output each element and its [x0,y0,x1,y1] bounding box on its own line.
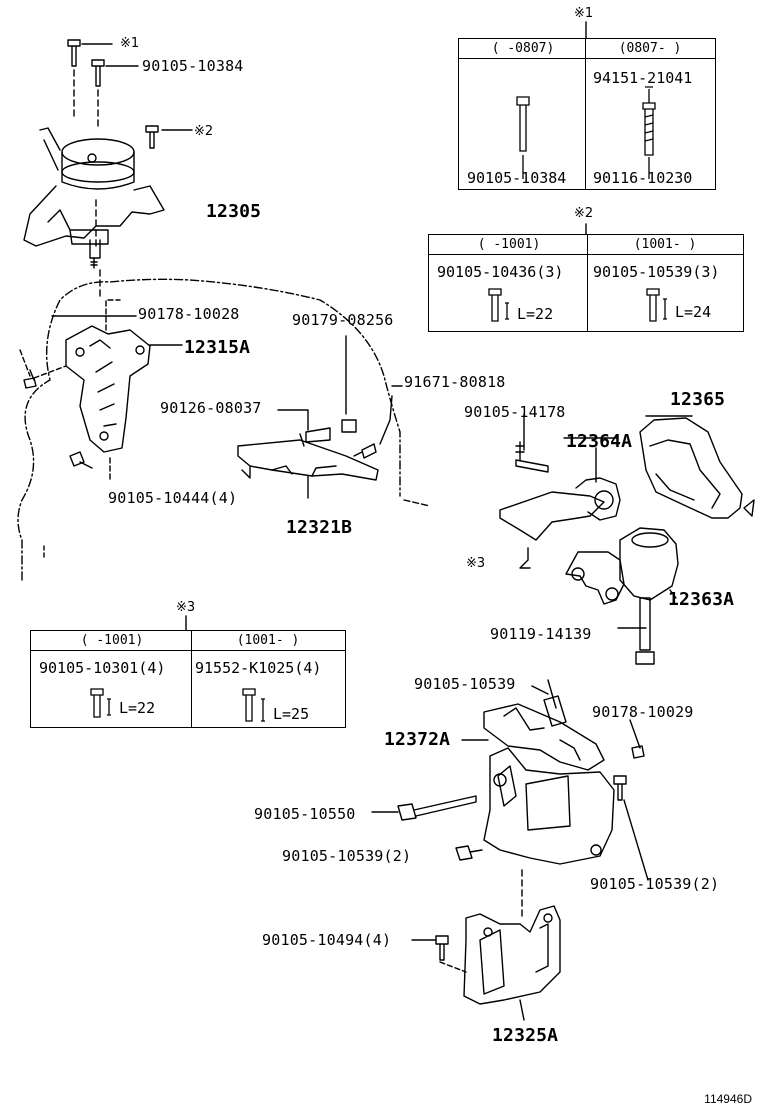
table2-marker: ※2 [574,206,594,221]
part-label-90178-10029[interactable]: 90178-10029 [592,703,694,721]
table3-col1-part[interactable]: 90105-10301(4) [39,659,166,677]
table3-col2-part[interactable]: 91552-K1025(4) [195,659,322,677]
part-label-91671-80818[interactable]: 91671-80818 [404,373,506,391]
table2-col1-length: L=22 [517,305,554,323]
table2-col2-header: (1001- ) [633,237,697,252]
table-3: ( -1001) (1001- ) 90105-10301(4) 91552-K… [30,630,346,728]
part-label-90105-10494[interactable]: 90105-10494(4) [262,931,392,949]
table1-header: ( -0807) (0807- ) [459,39,715,59]
marker-1: ※1 [120,36,140,51]
table1-marker: ※1 [574,6,594,21]
table2-header: ( -1001) (1001- ) [429,235,743,255]
part-label-90105-10539[interactable]: 90105-10539 [414,675,516,693]
table1-bolt-icons [516,86,656,179]
table1-divider [585,39,586,189]
table1-col1-part[interactable]: 90105-10384 [467,169,567,187]
table3-header: ( -1001) (1001- ) [31,631,345,651]
mount-12372A [371,679,649,921]
table2-col1-part[interactable]: 90105-10436(3) [437,263,564,281]
table-1: ( -0807) (0807- ) 90105-10384 94151-2104… [458,38,716,190]
part-label-12364A[interactable]: 12364A [566,431,633,452]
part-label-90105-10444[interactable]: 90105-10444(4) [108,489,238,507]
table2-divider [587,235,588,331]
table3-col1-length: L=22 [119,699,156,717]
engine-outline [17,278,401,581]
plate-12321B [237,335,403,499]
table3-col2-length: L=25 [273,705,310,723]
bracket-12325A [411,905,561,1021]
table-2: ( -1001) (1001- ) 90105-10436(3) 90105-1… [428,234,744,332]
marker-3: ※3 [466,556,486,571]
part-label-12315A[interactable]: 12315A [184,337,251,358]
part-label-90119-14139[interactable]: 90119-14139 [490,625,592,643]
part-label-90179-08256[interactable]: 90179-08256 [292,311,394,329]
bracket-12315A [19,299,183,483]
table1-col2-part[interactable]: 90116-10230 [593,169,693,187]
part-label-90178-10028[interactable]: 90178-10028 [138,305,240,323]
mount-12364A-12365-12363A [499,413,755,665]
table1-col2-header: (0807- ) [618,41,682,56]
figure-id: 114946D [704,1092,752,1106]
table3-divider [191,631,192,727]
part-label-12321B[interactable]: 12321B [286,517,353,538]
table1-col1-header: ( -0807) [491,41,555,56]
part-label-90105-10384[interactable]: 90105-10384 [142,57,244,75]
bolts-top [67,39,193,301]
part-label-12305[interactable]: 12305 [206,201,262,222]
table3-col2-header: (1001- ) [236,633,300,648]
part-label-12363A[interactable]: 12363A [668,589,735,610]
part-label-12365[interactable]: 12365 [670,389,726,410]
table2-col2-part[interactable]: 90105-10539(3) [593,263,720,281]
marker-2: ※2 [194,124,214,139]
table3-marker: ※3 [176,600,196,615]
table2-bolt-icons [488,288,667,322]
table1-col2-top-part[interactable]: 94151-21041 [593,69,693,87]
table3-bolt-icons [90,688,265,722]
part-label-90105-14178[interactable]: 90105-14178 [464,403,566,421]
part-label-12325A[interactable]: 12325A [492,1025,559,1046]
part-label-90105-10539-2-right[interactable]: 90105-10539(2) [590,875,720,893]
table2-col2-length: L=24 [675,303,712,321]
part-label-90126-08037[interactable]: 90126-08037 [160,399,262,417]
table3-col1-header: ( -1001) [80,633,144,648]
mount-12305 [23,127,165,269]
part-label-90105-10550[interactable]: 90105-10550 [254,805,356,823]
table2-col1-header: ( -1001) [477,237,541,252]
part-label-12372A[interactable]: 12372A [384,729,451,750]
part-label-90105-10539-2[interactable]: 90105-10539(2) [282,847,412,865]
